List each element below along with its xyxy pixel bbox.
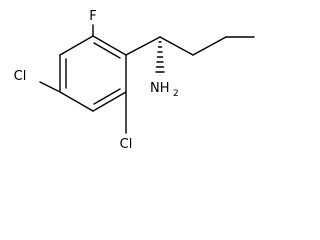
bond-to-chlorine-left	[39, 81, 61, 93]
chlorine-bottom-label: Cl	[120, 137, 133, 152]
bond-chain-2	[192, 36, 227, 56]
ring-double-bond-2	[93, 88, 121, 105]
fluorine-label: F	[89, 9, 96, 24]
amine-subscript: 2	[173, 89, 179, 99]
ring-bond-6	[59, 35, 94, 56]
chlorine-left-label: Cl	[14, 69, 27, 84]
benzene-ring	[59, 35, 127, 112]
ring-bond-3	[92, 91, 127, 112]
ring-double-bond-1	[93, 42, 121, 59]
molecule-structure: F Cl Cl NH 2	[14, 9, 255, 152]
ring-bond-4	[59, 91, 94, 112]
bond-chain-1	[159, 36, 194, 56]
hashed-wedge-bond	[155, 41, 165, 73]
bond-ring-to-stereocenter	[125, 36, 161, 56]
amine-label: NH	[150, 81, 170, 96]
ring-bond-1	[92, 35, 127, 56]
